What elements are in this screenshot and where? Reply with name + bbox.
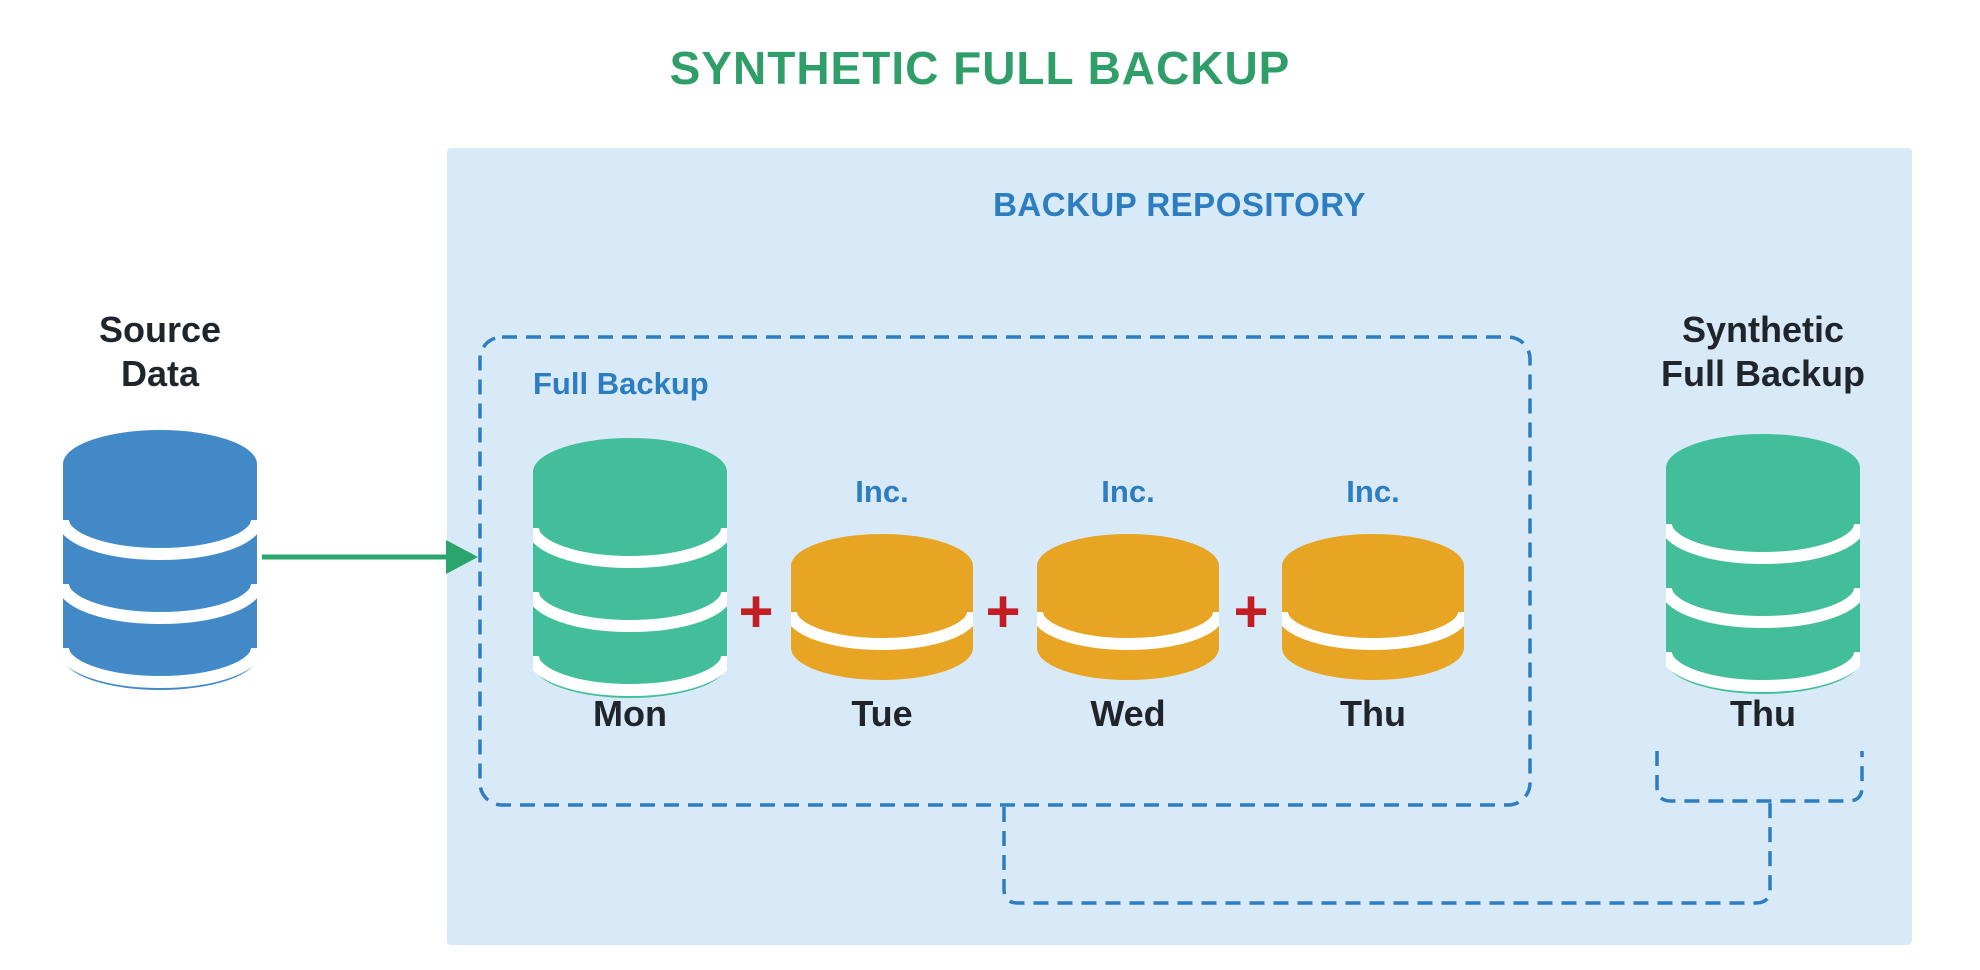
- full-backup-day-label: Mon: [593, 693, 667, 734]
- source-data-label: Source Data: [98, 309, 222, 394]
- source-database-icon: [63, 430, 257, 690]
- incremental-disk-icon: [1282, 534, 1464, 680]
- synthetic-full-backup-label: Synthetic Full Backup: [1660, 309, 1866, 394]
- plus-icon: +: [738, 578, 774, 645]
- incremental-disk-icon: [1037, 534, 1219, 680]
- incremental-disk-icon: [791, 534, 973, 680]
- plus-icon: +: [1233, 578, 1269, 645]
- incremental-day-label: Wed: [1090, 693, 1166, 734]
- incremental-label: Inc.: [1346, 474, 1400, 509]
- backup-repository-label: BACKUP REPOSITORY: [993, 186, 1366, 223]
- incremental-day-label: Tue: [851, 693, 913, 734]
- page-title: SYNTHETIC FULL BACKUP: [669, 42, 1291, 94]
- incremental-label: Inc.: [855, 474, 909, 509]
- synthetic-database-icon: [1666, 434, 1860, 694]
- incremental-label: Inc.: [1101, 474, 1155, 509]
- synthetic-day-label: Thu: [1730, 693, 1796, 734]
- full-backup-database-icon: [533, 438, 727, 698]
- source-to-repository-arrow-icon: [262, 540, 478, 574]
- plus-icon: +: [985, 578, 1021, 645]
- full-backup-label: Full Backup: [533, 366, 709, 401]
- incremental-day-label: Thu: [1340, 693, 1406, 734]
